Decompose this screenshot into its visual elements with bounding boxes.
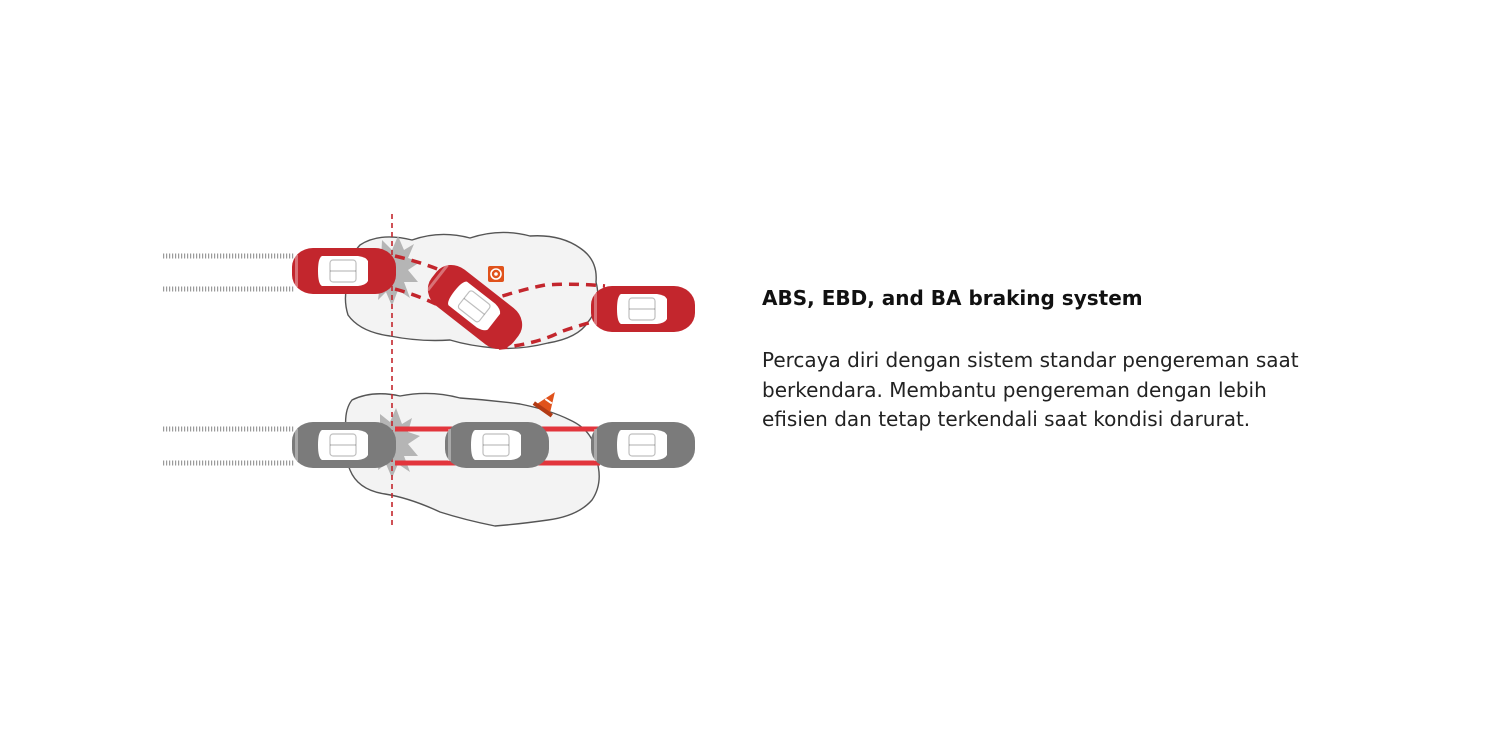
traffic-cone-icon — [532, 392, 555, 418]
gray-car-start — [292, 422, 396, 468]
feature-description: Percaya diri dengan sistem standar penge… — [762, 348, 1299, 431]
braking-diagram — [163, 214, 695, 527]
gray-car-end — [591, 422, 695, 468]
gray-car-middle — [445, 422, 549, 468]
tire-tracks — [163, 253, 295, 466]
target-icon — [488, 266, 504, 282]
red-car-start — [292, 248, 396, 294]
feature-title: ABS, EBD, and BA braking system — [762, 286, 1143, 310]
red-car-end — [591, 286, 695, 332]
